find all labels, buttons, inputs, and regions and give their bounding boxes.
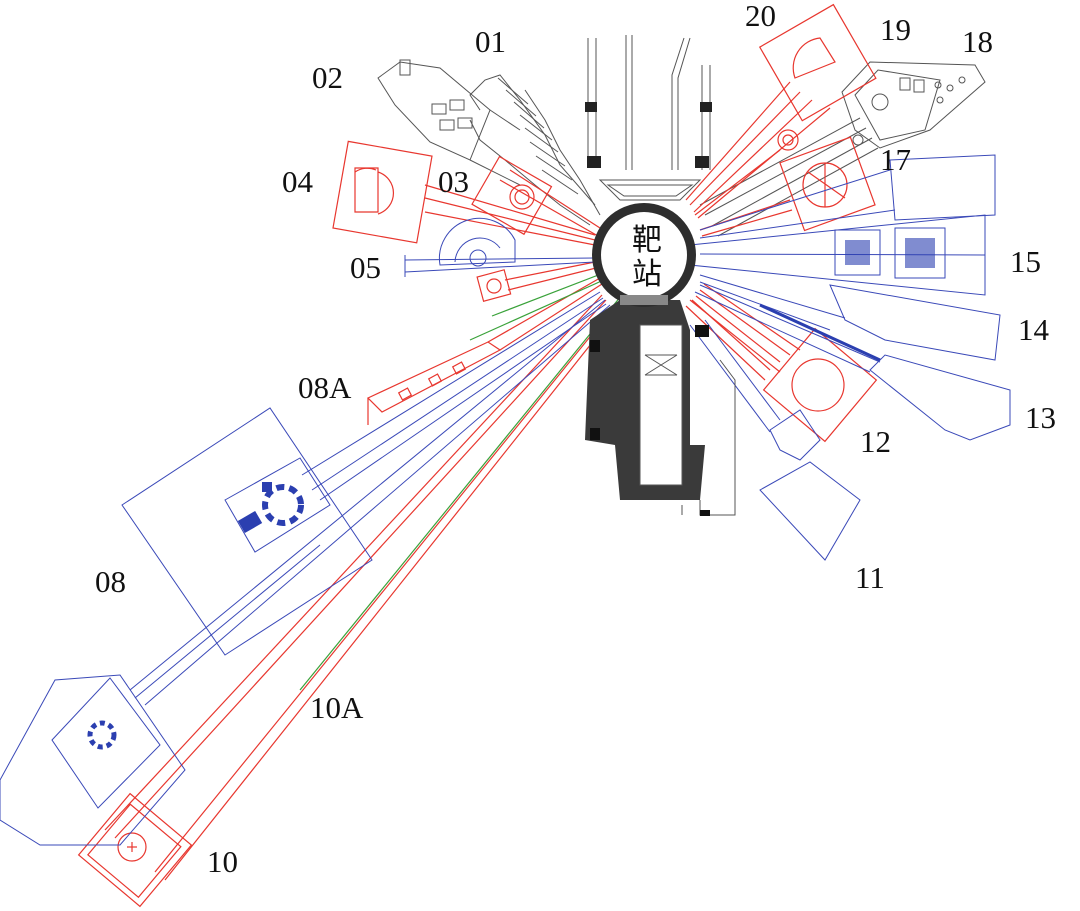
beamline-10-red [77,294,619,908]
label-03: 03 [438,164,469,199]
gray-structures [377,35,986,237]
label-10A: 10A [310,690,364,725]
label-19: 19 [880,12,911,47]
beamline-19-red [694,129,799,216]
beamline-02-structure [377,59,521,186]
beamline-08-blue [121,291,607,656]
beamline-13-blue [694,284,1011,441]
beamline-16-blue [699,154,996,239]
label-12: 12 [860,424,891,459]
label-05: 05 [350,250,381,285]
label-13: 13 [1025,400,1056,435]
beamline-08A-red [366,277,603,425]
label-04: 04 [282,164,314,199]
central-shielding [585,300,736,516]
beamline-05-blue [404,217,596,277]
blue-beamlines [0,154,1011,846]
label-11: 11 [855,560,885,595]
beamline-labels: 01 02 03 04 05 08 08A 10 10A 11 12 13 14… [95,0,1056,879]
beamline-11-blue [689,319,861,561]
beamline-16-red [699,136,876,237]
label-01: 01 [475,24,506,59]
label-08: 08 [95,564,126,599]
label-14: 14 [1018,312,1050,347]
beamline-12-red [691,283,878,443]
target-station-label-2: 站 [632,257,662,292]
label-18: 18 [962,24,993,59]
target-station: 靶 站 [592,203,696,307]
beamline-15-blue [689,214,986,296]
beamline-20-red [685,3,877,219]
target-station-label-1: 靶 [632,223,662,258]
top-channels [585,35,712,201]
label-15: 15 [1010,244,1041,279]
beamline-04-red [332,140,596,246]
beamline-10-blue [0,299,611,846]
beamline-18-structure [841,61,986,149]
label-10: 10 [207,844,238,879]
beamline-05-red [476,261,597,302]
beamline-03-red [471,155,601,237]
label-20: 20 [745,0,776,33]
red-beamlines [77,3,878,908]
label-02: 02 [312,60,343,95]
label-08A: 08A [298,370,352,405]
beamline-01-structure [469,74,601,226]
label-17: 17 [880,142,911,177]
